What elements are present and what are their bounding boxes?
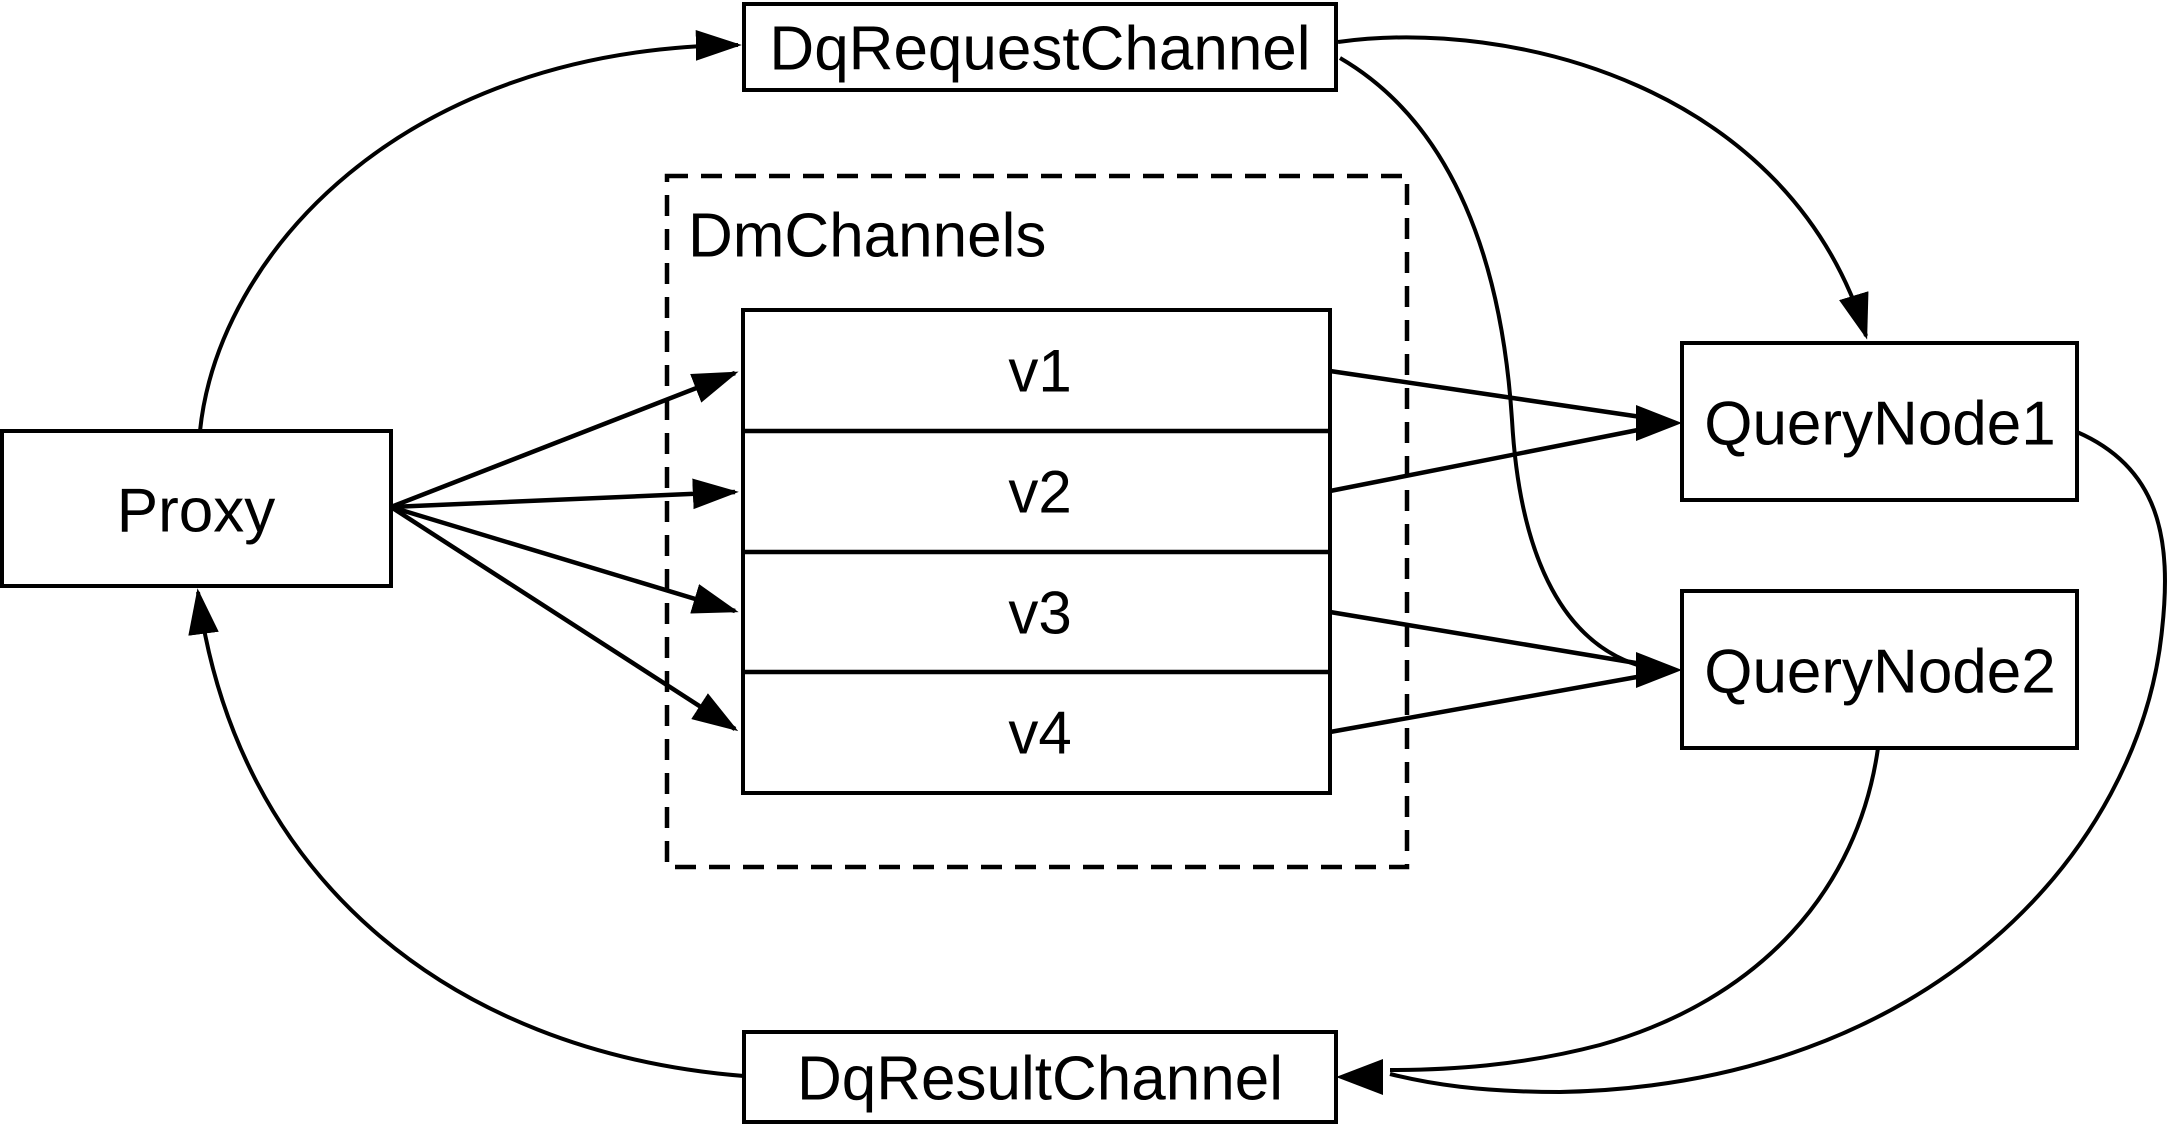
channel-row-v2: v2 <box>1008 459 1071 526</box>
edge-dq-request-channel-to-query-node-2 <box>1338 56 1649 670</box>
arrowhead-into-query-node-1 <box>1636 405 1682 441</box>
query-node-2-box <box>1680 589 2079 750</box>
dq-result-channel-box <box>742 1030 1338 1124</box>
proxy-box <box>0 429 393 588</box>
query-node-1-box <box>1680 341 2079 502</box>
channel-row-v4: v4 <box>1008 700 1071 767</box>
edges <box>188 30 2167 1095</box>
channel-stack: v1 v2 v3 v4 <box>741 308 1332 795</box>
arrowhead-into-dq-result-channel <box>1336 1059 1383 1095</box>
edge-v3-to-query-node-2 <box>1329 609 1649 668</box>
node-proxy: Proxy <box>0 429 393 588</box>
edge-query-node-1-to-dq-result-channel <box>1389 430 2167 1095</box>
node-dq-request-channel: DqRequestChannel <box>742 2 1338 92</box>
dm-channels-label: DmChannels <box>688 202 1046 271</box>
edge-proxy-to-dq-request-channel <box>198 30 742 432</box>
edge-query-node-2-to-dq-result-channel <box>1389 747 1880 1072</box>
edge-v1-to-query-node-1 <box>1329 368 1649 421</box>
dm-channels-dashed-border <box>664 173 1410 870</box>
query-node-1-label: QueryNode1 <box>1704 390 2056 459</box>
edge-dq-result-channel-to-proxy <box>188 588 745 1078</box>
edge-dq-request-channel-to-query-node-1 <box>1337 35 1869 340</box>
edge-v4-to-query-node-2 <box>1329 672 1649 735</box>
query-node-2-label: QueryNode2 <box>1704 638 2056 707</box>
edge-proxy-to-v2 <box>390 478 739 510</box>
edge-proxy-to-v1 <box>390 370 739 510</box>
edge-proxy-to-v3 <box>390 504 739 614</box>
node-dq-result-channel: DqResultChannel <box>742 1030 1338 1124</box>
node-query-node-1: QueryNode1 <box>1680 341 2079 502</box>
dq-request-channel-label: DqRequestChannel <box>769 15 1310 84</box>
arrowhead-into-query-node-2 <box>1636 652 1682 688</box>
node-query-node-2: QueryNode2 <box>1680 589 2079 750</box>
proxy-label: Proxy <box>117 477 275 546</box>
edge-v2-to-query-node-1 <box>1329 425 1649 494</box>
dm-channels-group: DmChannels v1 v2 v3 v4 <box>664 173 1410 870</box>
edge-proxy-to-v4 <box>389 505 739 732</box>
channel-row-v1: v1 <box>1008 338 1071 405</box>
dq-request-channel-box <box>742 2 1338 92</box>
dq-result-channel-label: DqResultChannel <box>797 1045 1283 1114</box>
channel-row-v3: v3 <box>1008 580 1071 647</box>
